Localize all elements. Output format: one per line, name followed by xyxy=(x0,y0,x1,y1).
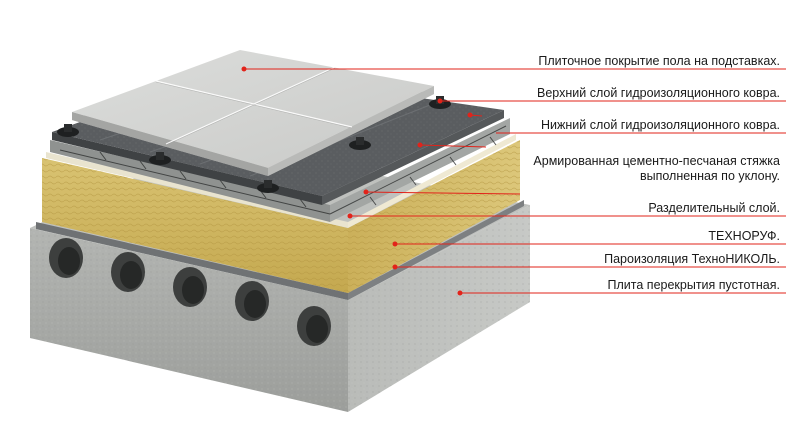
label-insulation-text: ТЕХНОРУФ. xyxy=(708,229,780,243)
label-separator-text: Разделительный слой. xyxy=(648,201,780,215)
separator-layer xyxy=(46,134,516,228)
label-screed: Армированная цементно-песчаная стяжка вы… xyxy=(533,154,780,184)
screed-layer xyxy=(50,118,510,222)
label-slab-text: Плита перекрытия пустотная. xyxy=(607,278,780,292)
lower-membrane-layer xyxy=(52,110,504,205)
label-upper-membrane: Верхний слой гидроизоляционного ковра. xyxy=(537,86,780,101)
leader-lines xyxy=(244,68,786,294)
label-vapor-barrier: Пароизоляция ТехноНИКОЛЬ. xyxy=(604,252,780,267)
vapor-barrier-layer xyxy=(36,200,524,300)
label-slab: Плита перекрытия пустотная. xyxy=(608,278,780,293)
label-screed-line1: Армированная цементно-песчаная стяжка xyxy=(533,154,780,168)
label-insulation: ТЕХНОРУФ. xyxy=(708,229,780,244)
floor-tiles xyxy=(72,50,434,176)
leader-markers xyxy=(241,66,473,296)
label-tiles-text: Плиточное покрытие пола на подставках. xyxy=(538,54,780,68)
label-lower-membrane: Нижний слой гидроизоляционного ковра. xyxy=(541,118,780,133)
label-lower-membrane-text: Нижний слой гидроизоляционного ковра. xyxy=(541,118,780,132)
label-screed-line2: выполненная по уклону. xyxy=(639,169,780,183)
label-separator: Разделительный слой. xyxy=(648,201,780,216)
slab-hollow-cores xyxy=(49,238,331,346)
label-vapor-barrier-text: Пароизоляция ТехноНИКОЛЬ. xyxy=(604,252,780,266)
label-tiles: Плиточное покрытие пола на подставках. xyxy=(538,54,780,69)
label-upper-membrane-text: Верхний слой гидроизоляционного ковра. xyxy=(537,86,780,100)
